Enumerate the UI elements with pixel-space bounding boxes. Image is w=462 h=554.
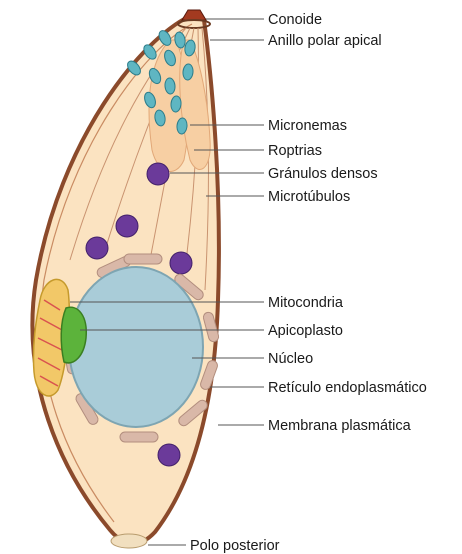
conoid-shape: [182, 10, 206, 20]
label-er: Retículo endoplasmático: [268, 380, 427, 396]
label-polar-ring: Anillo polar apical: [268, 33, 382, 49]
label-apicoplast: Apicoplasto: [268, 323, 343, 339]
label-dense-granules: Gránulos densos: [268, 166, 378, 182]
nucleus-shape: [69, 267, 203, 427]
label-micronemes: Micronemas: [268, 118, 347, 134]
label-microtubules: Microtúbulos: [268, 189, 350, 205]
label-conoid: Conoide: [268, 12, 322, 28]
label-rhoptries: Roptrias: [268, 143, 322, 159]
posterior-pole-shape: [111, 534, 147, 548]
label-posterior-pole: Polo posterior: [190, 538, 280, 554]
label-nucleus: Núcleo: [268, 351, 313, 367]
label-mitochondrion: Mitocondria: [268, 295, 344, 311]
label-plasma-membrane: Membrana plasmática: [268, 418, 412, 434]
